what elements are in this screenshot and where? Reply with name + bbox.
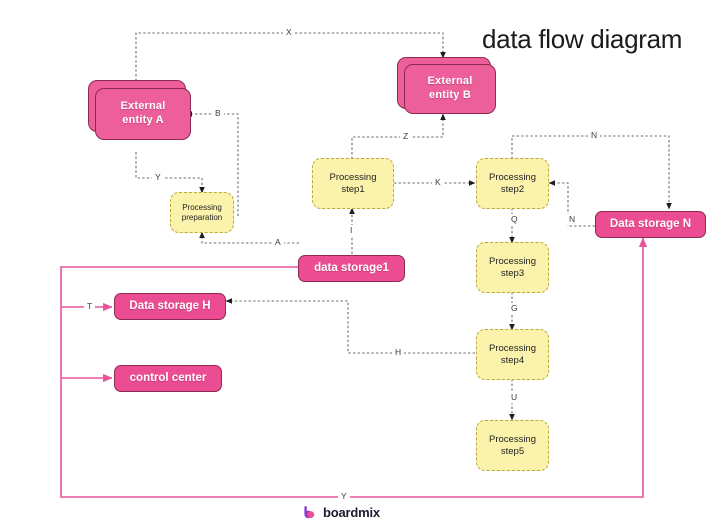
edge-label-n-top: N (588, 130, 601, 141)
external-entity-a[interactable]: External entity A (95, 88, 191, 140)
edge-label-y-upper: Y (152, 172, 164, 183)
processing-step1-line1: Processing (329, 171, 377, 183)
processing-step3-line2: step3 (500, 267, 525, 279)
external-entity-b-line1: External (427, 75, 473, 88)
edge-label-b: B (212, 108, 224, 119)
data-storage-n[interactable]: Data storage N (595, 211, 706, 238)
edge-label-z: Z (400, 131, 412, 142)
processing-preparation-line2: preparation (181, 212, 223, 222)
processing-preparation-line1: Processing (182, 202, 222, 212)
processing-step5-line1: Processing (489, 433, 536, 445)
external-entity-b-line2: entity B (429, 89, 471, 101)
processing-step3[interactable]: Processing step3 (476, 242, 549, 293)
edge-label-k: K (432, 177, 444, 188)
edge-label-n-side: N (566, 214, 579, 225)
edge-label-i: I (347, 225, 356, 236)
edge-label-y-bottom: Y (338, 491, 350, 502)
boardmix-logo-icon (304, 506, 315, 519)
edge-label-q: Q (508, 214, 521, 225)
edge-h (225, 298, 475, 354)
processing-step5-line2: step5 (500, 445, 525, 457)
processing-step4-line2: step4 (500, 354, 525, 366)
processing-step5[interactable]: Processing step5 (476, 420, 549, 471)
processing-step2-line2: step2 (500, 183, 525, 195)
processing-step1-line2: step1 (341, 183, 365, 195)
processing-step2[interactable]: Processing step2 (476, 158, 549, 209)
processing-step4[interactable]: Processing step4 (476, 329, 549, 380)
edge-label-u: U (508, 392, 521, 403)
processing-step3-line1: Processing (489, 255, 536, 267)
page-title: data flow diagram (482, 24, 683, 54)
edge-label-t: T (84, 301, 96, 312)
external-entity-a-line2: entity A (122, 114, 164, 126)
edge-label-g: G (508, 303, 521, 314)
edge-label-a: A (272, 237, 284, 248)
control-center[interactable]: control center (114, 365, 222, 392)
data-storage-1[interactable]: data storage1 (298, 255, 405, 282)
edge-y-upper (135, 152, 205, 194)
data-storage-h[interactable]: Data storage H (114, 293, 226, 320)
edge-z (351, 113, 446, 159)
processing-step1[interactable]: Processing step1 (312, 158, 394, 209)
external-entity-a-line1: External (120, 100, 166, 113)
edge-label-x: X (283, 27, 295, 38)
edge-a (199, 231, 299, 244)
edge-label-h: H (392, 347, 405, 358)
boardmix-watermark: boardmix (302, 505, 380, 520)
processing-preparation[interactable]: Processing preparation (170, 192, 234, 233)
processing-step4-line1: Processing (489, 342, 536, 354)
processing-step2-line1: Processing (489, 171, 536, 183)
boardmix-brand-label: boardmix (323, 505, 380, 520)
external-entity-b[interactable]: External entity B (404, 64, 496, 114)
